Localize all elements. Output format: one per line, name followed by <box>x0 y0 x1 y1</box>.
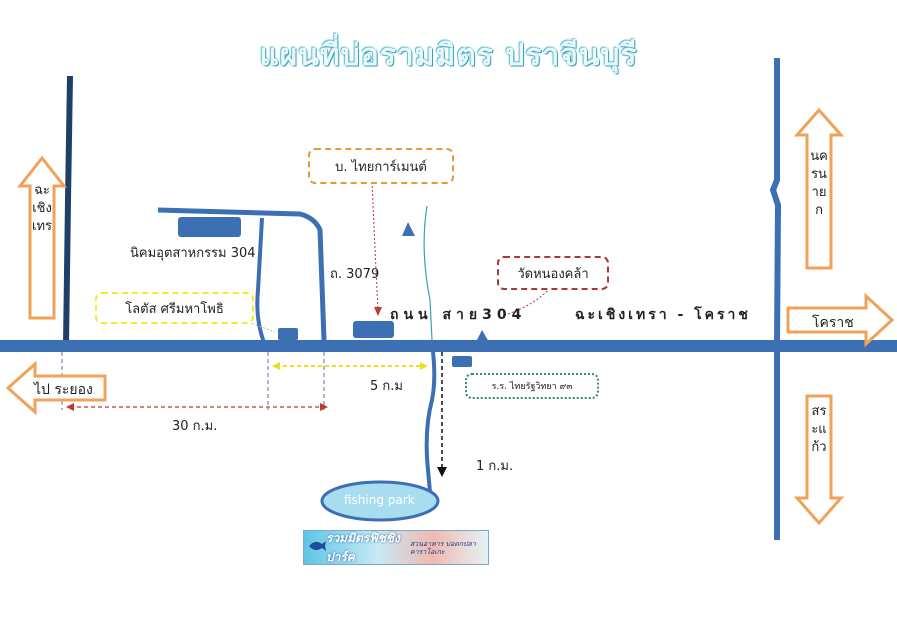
thai-garment-box: บ. ไทยการ์เมนต์ <box>308 148 454 184</box>
lotus-building <box>278 328 298 340</box>
main-road-label: ถนน สาย304 <box>390 307 527 323</box>
distance-5km-label: 5 ก.ม <box>370 379 403 394</box>
arrow-up-right-icon <box>793 107 845 270</box>
industrial-estate-label: นิคมอุตสาหกรรม 304 <box>130 246 256 261</box>
road-3079-label: ถ. 3079 <box>330 267 380 282</box>
fish-icon <box>309 541 326 551</box>
fishing-park-label: fishing park <box>344 493 415 507</box>
left-vertical-road <box>63 75 73 346</box>
banner-side-text: สวนอาหาร บ่อตกปลา คาราโอเกะ <box>410 539 476 556</box>
right-vertical-road <box>769 58 782 540</box>
industrial-road <box>157 207 327 341</box>
direction-right-label: โคราช <box>812 315 854 331</box>
garment-pointer <box>371 181 379 311</box>
distance-1km-label: 1 ก.ม. <box>476 459 514 474</box>
school-building <box>452 356 472 367</box>
arrow-left-icon <box>5 360 107 416</box>
arrow-down-right-icon <box>793 394 845 526</box>
fishing-park-lake <box>320 480 440 522</box>
wat-pointer <box>504 287 551 316</box>
arrow-30km-head-right <box>320 403 328 411</box>
distance-30km-label: 30 ก.ม. <box>172 419 218 434</box>
fishing-park-banner: รวมมิตรฟิชชิ่งปาร์ค สวนอาหาร บ่อตกปลา คา… <box>303 530 489 565</box>
lotus-pointer <box>247 321 276 333</box>
school-box: ร.ร. ไทยรัฐวิทยา ๙๓ <box>465 373 599 399</box>
direction-down-right-label: สระแก้ว <box>811 404 827 455</box>
arrow-5km-head-left <box>272 362 280 370</box>
lotus-box: โลตัส ศรีมหาโพธิ <box>95 292 254 324</box>
temple-triangle-top <box>402 222 415 236</box>
arrow-up-left-icon <box>16 155 68 320</box>
direction-up-left-label: ฉะเชิงเทร <box>32 183 52 234</box>
industrial-building <box>178 217 241 237</box>
fishing-park-road <box>424 351 437 493</box>
garment-building <box>353 321 394 338</box>
stream-line <box>423 205 433 341</box>
banner-main-text: รวมมิตรฟิชชิ่งปาร์ค <box>326 530 400 564</box>
direction-left-label: ไป ระยอง <box>34 382 93 398</box>
arrow-right-icon <box>786 292 895 348</box>
garment-pointer-head <box>374 307 382 316</box>
direction-up-right-label: นครนายก <box>810 149 828 218</box>
arrow-1km-head <box>437 467 447 477</box>
main-road-direction-label: ฉะเชิงเทรา - โคราช <box>575 307 751 323</box>
industrial-branch-road <box>255 217 267 346</box>
map-title: แผนที่บ่อรามมิตร ปราจีนบุรี <box>259 38 638 73</box>
temple-triangle-road <box>476 330 489 342</box>
arrow-5km-head-right <box>420 362 428 370</box>
main-road <box>0 340 897 352</box>
arrow-30km-head-left <box>66 403 74 411</box>
wat-box: วัดหนองคล้า <box>497 256 609 290</box>
